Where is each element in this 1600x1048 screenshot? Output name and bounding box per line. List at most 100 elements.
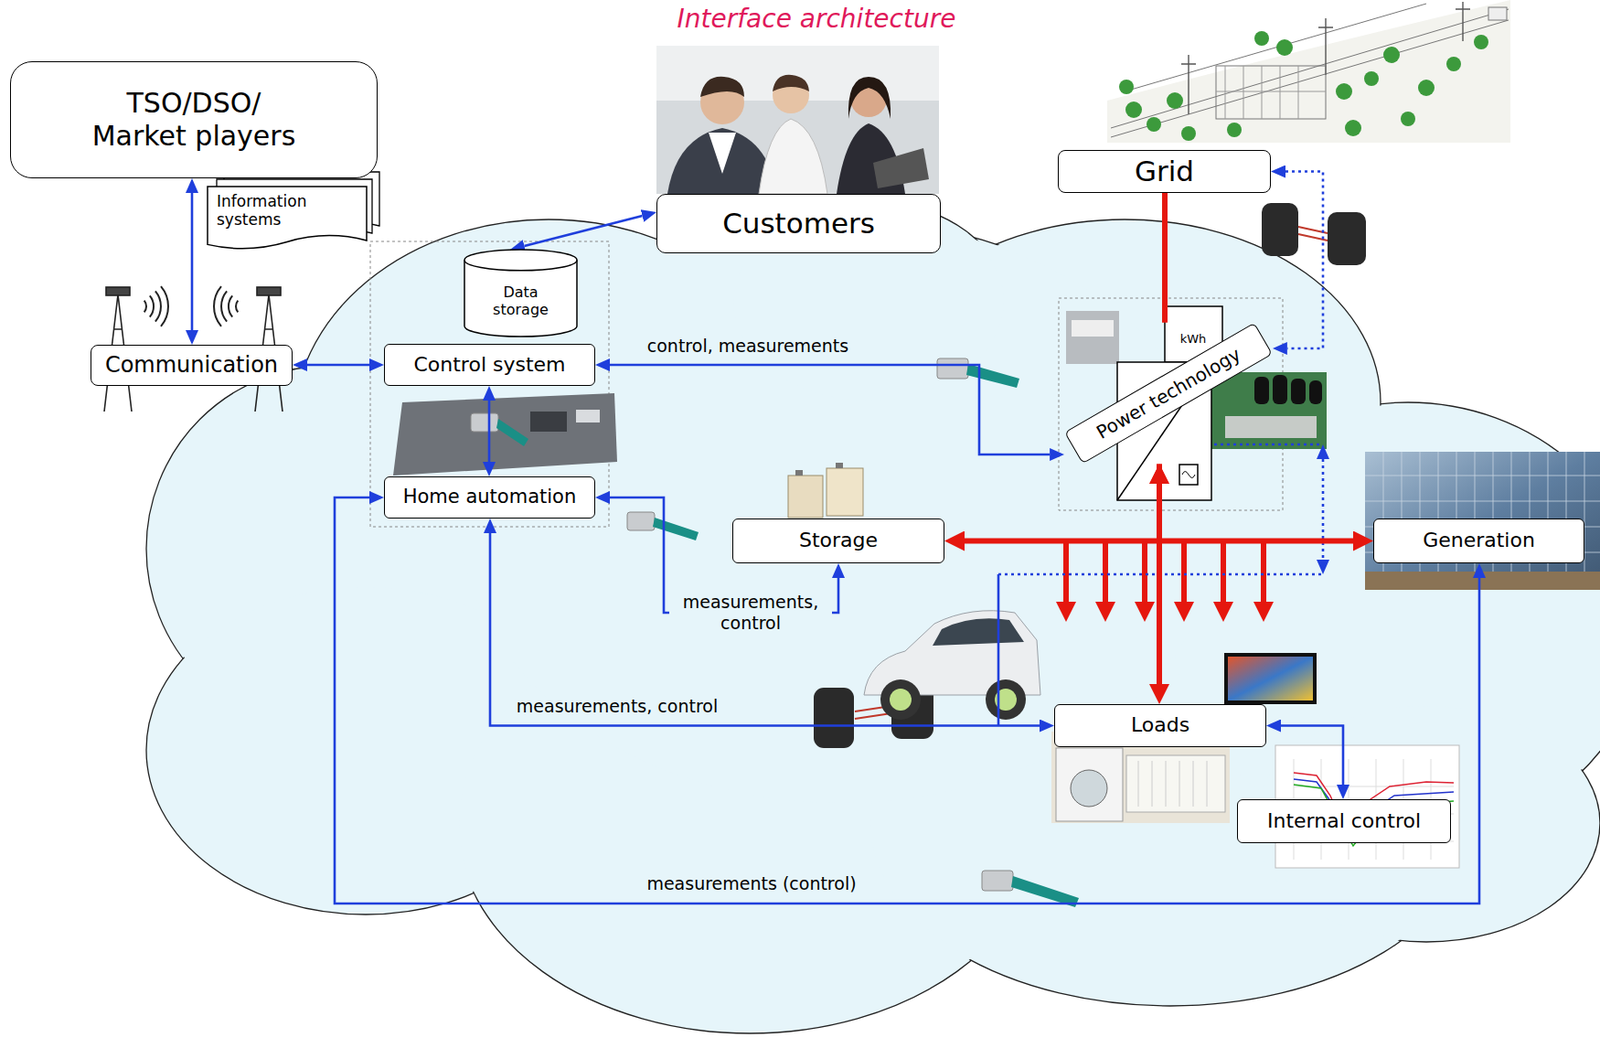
cloud-fill	[148, 202, 1600, 1032]
radio-waves	[213, 286, 238, 327]
process-box: Control system	[384, 343, 596, 386]
meter-and-inverter	[1182, 471, 1195, 479]
grid-landscape	[1107, 0, 1511, 143]
customers-photo	[656, 45, 939, 194]
grid-landscape	[1383, 46, 1400, 64]
appliances-photo	[1138, 760, 1207, 807]
node-text: Loads	[1130, 713, 1190, 737]
grid-landscape	[1364, 71, 1379, 86]
signal-arrow	[488, 400, 491, 462]
node-text: Control system	[413, 352, 566, 377]
database-cylinder: Data storage	[464, 249, 577, 337]
appliances-photo	[1126, 755, 1226, 812]
appliances-photo	[1227, 656, 1313, 701]
appliances-photo	[1056, 747, 1123, 822]
customers-photo	[848, 76, 891, 119]
load-branch	[1102, 540, 1109, 602]
load-branch	[1181, 540, 1187, 602]
grid-landscape	[1119, 79, 1134, 95]
customers-photo	[656, 45, 939, 194]
process-box: Internal control	[1237, 799, 1451, 843]
signal-arrow	[609, 364, 1050, 455]
document-outline	[207, 186, 367, 249]
unit-label: kWh	[1180, 332, 1207, 346]
process-box: Loads	[1054, 704, 1267, 747]
solar-panel	[1365, 451, 1600, 590]
grid-landscape	[1276, 39, 1293, 56]
electric-car	[889, 688, 912, 711]
node-text: Generation	[1422, 528, 1536, 553]
battery-photo	[835, 462, 843, 469]
rotated-label-box: Power technology	[1064, 322, 1273, 465]
cylinder-outline	[464, 259, 577, 270]
grid-landscape	[1226, 122, 1242, 138]
circuit-board	[1272, 374, 1288, 405]
load-branch	[1220, 540, 1227, 602]
battery-photo	[788, 475, 823, 518]
grid-landscape	[1473, 34, 1489, 50]
node-text: Power technology	[1092, 342, 1245, 444]
grid-landscape	[1335, 83, 1353, 100]
ethernet-plug	[496, 418, 529, 447]
ethernet-plug	[627, 512, 655, 531]
battery-photo	[826, 468, 864, 516]
home-automation-device	[576, 409, 600, 423]
actor-box: Customers	[656, 193, 941, 254]
customers-photo	[758, 118, 828, 194]
electric-car	[932, 618, 1024, 646]
edge-label: measurements, control	[516, 695, 718, 717]
home-automation-device	[393, 393, 618, 476]
node-text: TSO/DSO/ Market players	[84, 86, 304, 153]
signal-line	[997, 574, 1001, 726]
grid-landscape	[1181, 126, 1196, 141]
grid-landscape	[1110, 3, 1509, 138]
antenna-tower	[106, 287, 130, 296]
signal-arrow	[334, 497, 1480, 904]
node-text: Home automation	[403, 485, 577, 509]
electric-car	[864, 610, 1041, 720]
load-branch	[1141, 540, 1148, 602]
dashed-group-frame	[370, 241, 1283, 527]
node-text: Communication	[105, 352, 278, 379]
power-line	[1159, 483, 1354, 541]
powerline-adapter	[1327, 212, 1366, 266]
grid-landscape	[1344, 119, 1362, 137]
signal-arrow	[524, 215, 643, 246]
grid-landscape	[1216, 65, 1326, 119]
node-text: Storage	[799, 528, 878, 553]
signal-arrow	[307, 363, 370, 367]
customers-photo	[700, 76, 745, 97]
powerline-adapter	[813, 202, 1366, 748]
customers-photo	[873, 148, 929, 189]
process-box: Storage	[732, 518, 945, 564]
diagram-title: Interface architecture	[587, 3, 1046, 34]
ethernet-plug	[981, 870, 1014, 891]
meter-photo	[1071, 320, 1114, 337]
ethernet-plug	[470, 358, 1079, 907]
electric-car	[880, 679, 921, 720]
circuit-board	[1254, 376, 1270, 405]
power-line	[1156, 463, 1163, 684]
process-box: Generation	[1373, 518, 1585, 564]
radio-waves	[144, 286, 169, 327]
node-text: Customers	[722, 206, 875, 241]
grid-landscape	[1166, 92, 1184, 109]
cylinder-outline	[464, 249, 577, 337]
antenna-tower	[256, 287, 281, 296]
grid-landscape	[1146, 117, 1162, 132]
ethernet-plug	[937, 358, 969, 379]
ethernet-plug	[470, 413, 499, 432]
circuit-board	[1309, 380, 1323, 405]
ethernet-plug	[966, 363, 1020, 388]
edge-label: measurements, control	[669, 590, 832, 635]
node-text: Data storage	[484, 283, 558, 319]
customers-photo	[772, 74, 810, 92]
solar-panel	[1365, 451, 1600, 590]
load-branch	[1063, 540, 1069, 602]
edge-label: measurements (control)	[646, 873, 856, 895]
grid-box: Grid	[1057, 149, 1271, 193]
solar-panel	[1365, 571, 1600, 590]
grid-landscape	[1446, 56, 1462, 72]
edge-label: control, measurements	[647, 335, 849, 357]
